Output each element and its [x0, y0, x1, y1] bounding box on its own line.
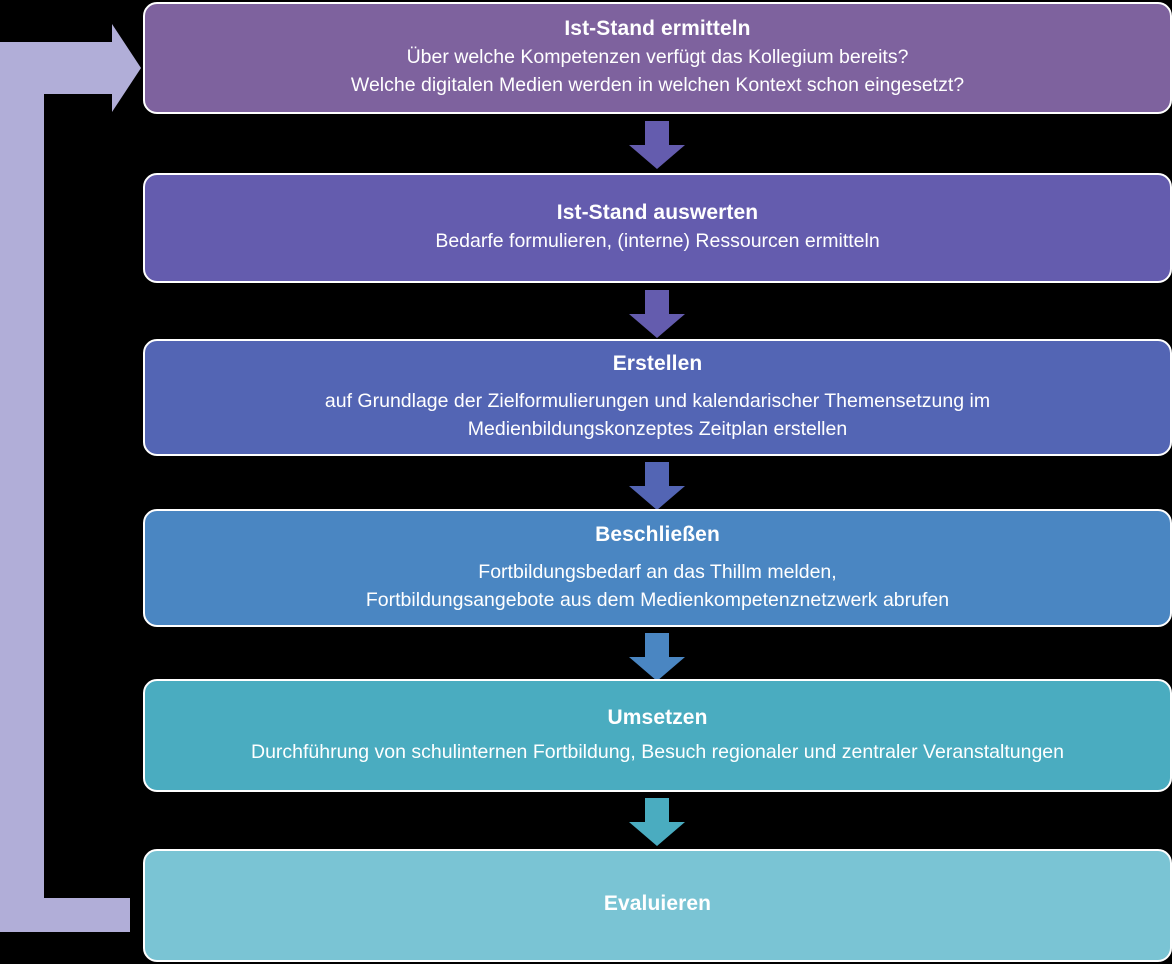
step-box-ist-stand-ermitteln[interactable]: Ist-Stand ermitteln Über welche Kompeten… — [143, 2, 1172, 114]
step-description-line-2: Medienbildungskonzeptes Zeitplan erstell… — [467, 418, 848, 441]
feedback-loop-arrow — [0, 24, 141, 932]
step-title: Umsetzen — [607, 705, 708, 729]
step-description-line-1: Fortbildungsbedarf an das Thillm melden, — [478, 560, 837, 583]
arrow-down-3 — [629, 462, 685, 510]
step-title: Evaluieren — [603, 892, 712, 916]
step-box-erstellen[interactable]: Erstellen auf Grundlage der Zielformulie… — [143, 339, 1172, 456]
step-box-beschliessen[interactable]: Beschließen Fortbildungsbedarf an das Th… — [143, 509, 1172, 627]
step-title: Ist-Stand ermitteln — [564, 17, 751, 41]
arrow-down-5 — [629, 798, 685, 846]
step-box-ist-stand-auswerten[interactable]: Ist-Stand auswerten Bedarfe formulieren,… — [143, 173, 1172, 283]
step-description-line-2: Welche digitalen Medien werden in welche… — [350, 74, 965, 97]
step-description-line-1: Durchführung von schulinternen Fortbildu… — [250, 740, 1064, 763]
step-description-line-1: Über welche Kompetenzen verfügt das Koll… — [406, 46, 909, 69]
step-box-evaluieren[interactable]: Evaluieren — [143, 849, 1172, 962]
arrow-down-4 — [629, 633, 685, 681]
step-box-umsetzen[interactable]: Umsetzen Durchführung von schulinternen … — [143, 679, 1172, 792]
step-description-line-2: Fortbildungsangebote aus dem Medienkompe… — [365, 588, 950, 611]
step-description-line-1: auf Grundlage der Zielformulierungen und… — [324, 390, 991, 413]
arrow-down-1 — [629, 121, 685, 169]
step-description-line-1: Bedarfe formulieren, (interne) Ressource… — [435, 230, 880, 253]
step-title: Beschließen — [595, 522, 720, 546]
step-title: Erstellen — [612, 352, 703, 376]
step-title: Ist-Stand auswerten — [556, 201, 759, 225]
arrow-down-2 — [629, 290, 685, 338]
